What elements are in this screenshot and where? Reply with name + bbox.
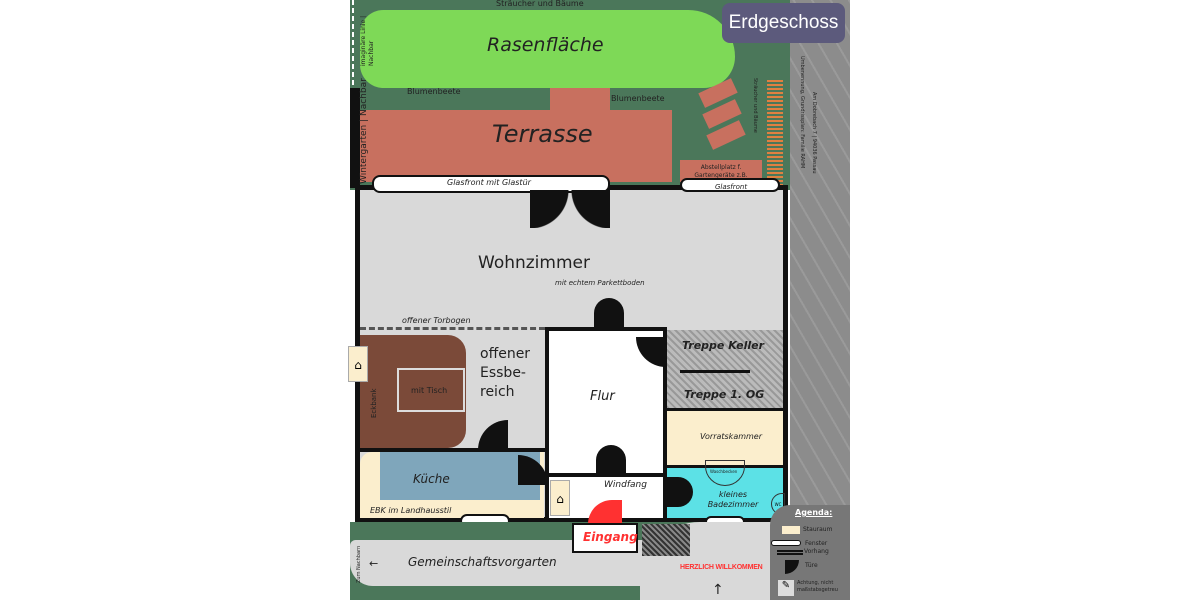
sink-label: Waschbecken	[710, 469, 738, 474]
floor-badge: Erdgeschoss	[722, 3, 845, 43]
arch-label: offener Torbogen	[402, 316, 471, 325]
shrubs-front	[642, 524, 690, 556]
storage-icon: ⌂	[348, 346, 368, 382]
kitchen-wall	[355, 448, 545, 452]
legend-item: Stauraum	[803, 526, 833, 533]
vestibule-wall	[545, 473, 667, 477]
legend-item: Türe	[805, 562, 818, 569]
bathroom-label: kleines Badezimmer	[707, 490, 759, 509]
door-icon[interactable]	[667, 477, 693, 507]
dining-table	[397, 368, 465, 412]
wall	[667, 408, 787, 411]
living-note: mit echtem Parkettboden	[555, 279, 645, 287]
window-glass-front-small	[680, 178, 780, 192]
shrubs-top-label: Sträucher und Bäume	[496, 0, 584, 8]
legend-item: Fenster	[805, 540, 828, 547]
address-label: Am Dobrebach 7 | 94036 Passau	[811, 92, 817, 174]
winter-garden-label: Wintergarten | Nachbar	[359, 78, 369, 184]
curtain-legend-icon	[777, 550, 803, 555]
terrace-door-icon[interactable]	[530, 190, 610, 228]
kitchen	[380, 452, 540, 500]
bench-label: Eckbank	[370, 388, 378, 418]
legend-item: Achtung, nicht maßstabsgetreu	[797, 580, 838, 593]
flowerbed-left-label: Blumenbeete	[407, 87, 461, 96]
vestibule-label: Windfang	[604, 480, 647, 490]
credit-label: Umbenennung, Grundrissplan: Familie RAHM	[799, 56, 805, 169]
storage-icon: ⌂	[550, 480, 570, 516]
stairs-basement	[667, 330, 783, 408]
street	[790, 0, 850, 600]
lawn	[360, 10, 735, 88]
storage-legend-icon	[782, 526, 800, 534]
living-room-label: Wohnzimmer	[478, 253, 590, 273]
arrow-up-icon: ↑	[712, 582, 724, 598]
hall-label: Flur	[590, 389, 615, 404]
glass-front-small-label: Glasfront	[715, 183, 748, 191]
door-icon[interactable]	[596, 445, 626, 475]
dining-label: offener Essbe- reich	[480, 346, 531, 400]
kitchen-note: EBK im Landhausstil	[370, 506, 452, 515]
arrow-left-icon: ←	[369, 557, 379, 570]
window-legend-icon	[771, 540, 801, 546]
neighbor-line-label: imaginäre Linie | Nachbar	[360, 15, 375, 66]
terrace-step	[550, 88, 610, 112]
lawn-label: Rasenfläche	[487, 34, 604, 56]
stairs-divider	[680, 370, 750, 373]
entrance-label-box	[572, 523, 638, 553]
front-yard-label: Gemeinschaftsvorgarten	[408, 555, 557, 569]
stairs-basement-label: Treppe Keller	[682, 339, 765, 352]
legend-item: Vorhang	[804, 548, 829, 555]
window-glass-front	[372, 175, 610, 193]
not-to-scale-icon: ✎	[778, 580, 794, 596]
neighbor-line	[352, 0, 354, 85]
storage-label: Abstellplatz f. Gartengeräte z.B.	[694, 164, 748, 179]
fence	[767, 80, 783, 185]
pantry-label: Vorratskammer	[700, 432, 763, 441]
pantry	[667, 411, 783, 465]
terrace	[360, 110, 672, 182]
entrance-label: Eingang	[583, 530, 638, 544]
door-icon[interactable]	[594, 298, 624, 328]
winter-garden	[350, 88, 360, 188]
to-neighbor-label: Zum Nachbarn	[356, 545, 362, 583]
shrubs-right-label: Sträucher und Bäume	[752, 78, 758, 133]
arch-dashed	[360, 327, 545, 330]
glass-front-label: Glasfront mit Glastür	[447, 178, 531, 187]
welcome-label: HERZLICH WILLKOMMEN	[680, 564, 763, 571]
garden-storage	[680, 160, 762, 182]
kitchen-label: Küche	[413, 472, 450, 486]
flowerbed-right-label: Blumenbeete	[611, 94, 665, 103]
stairs-up-label: Treppe 1. OG	[684, 388, 765, 401]
legend-title: Agenda:	[795, 508, 833, 517]
terrace-label: Terrasse	[492, 120, 593, 148]
table-label: mit Tisch	[411, 386, 448, 395]
